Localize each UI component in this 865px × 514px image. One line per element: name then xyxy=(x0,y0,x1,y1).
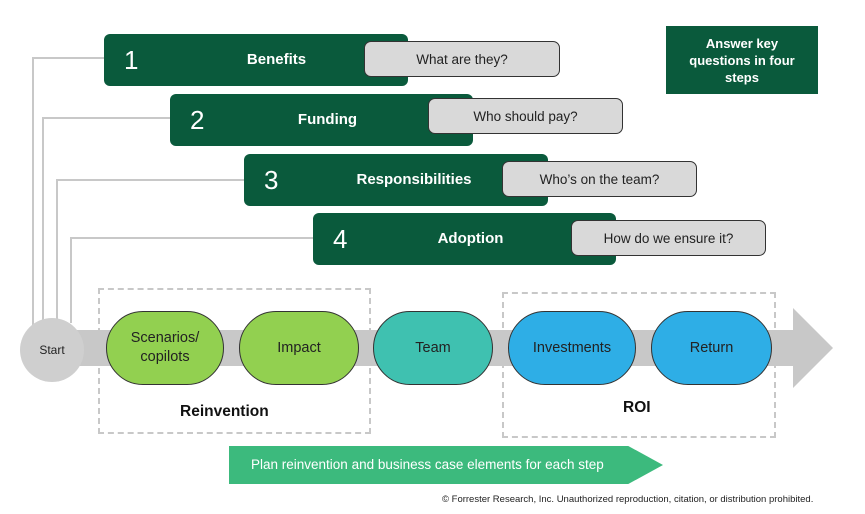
step-1-number: 1 xyxy=(124,45,139,75)
step-2-number: 2 xyxy=(190,105,205,135)
step-3-number: 3 xyxy=(264,165,279,195)
stage-impact: Impact xyxy=(239,311,359,385)
reinvention-label: Reinvention xyxy=(180,403,269,420)
stage-team: Team xyxy=(373,311,493,385)
step-2-question: Who should pay? xyxy=(428,98,623,134)
step-3-box: 3 Responsibilities xyxy=(244,154,548,206)
step-1-question: What are they? xyxy=(364,41,560,77)
connector-step-2 xyxy=(42,117,172,322)
step-2-label: Funding xyxy=(297,111,358,128)
step-4-box: 4 Adoption xyxy=(313,213,616,265)
step-2-box: 2 Funding xyxy=(170,94,473,146)
copyright-notice: © Forrester Research, Inc. Unauthorized … xyxy=(442,494,814,505)
answer-key-box: Answer key questions in four steps xyxy=(666,26,818,94)
start-node: Start xyxy=(20,318,84,382)
step-1-label: Benefits xyxy=(246,51,307,68)
stage-investments: Investments xyxy=(508,311,636,385)
step-3-label: Responsibilities xyxy=(356,171,472,188)
reinvention-group-box xyxy=(98,288,371,434)
step-1-box: 1 Benefits xyxy=(104,34,408,86)
step-4-question: How do we ensure it? xyxy=(571,220,766,256)
connector-step-1 xyxy=(32,57,106,325)
connector-step-4 xyxy=(70,237,315,323)
connector-step-3 xyxy=(56,179,246,321)
roi-group-box xyxy=(502,292,776,438)
roi-label: ROI xyxy=(623,399,651,416)
step-4-number: 4 xyxy=(333,224,348,254)
step-3-question: Who’s on the team? xyxy=(502,161,697,197)
step-4-label: Adoption xyxy=(437,230,504,247)
stage-scenarios-copilots: Scenarios/ copilots xyxy=(106,311,224,385)
stage-return: Return xyxy=(651,311,772,385)
plan-arrow: Plan reinvention and business case eleme… xyxy=(229,446,663,484)
